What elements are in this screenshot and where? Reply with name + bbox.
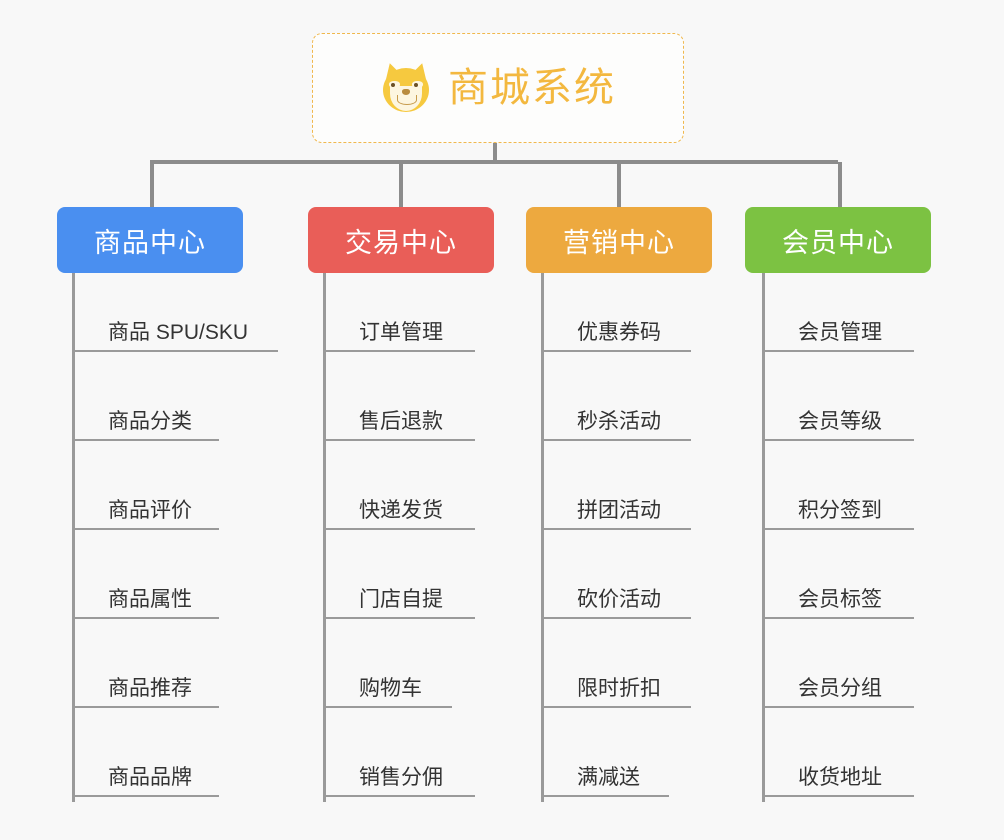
leaf-item-label: 会员标签	[798, 588, 882, 611]
root-node-label: 商城系统	[448, 66, 616, 110]
category-label: 商品中心	[94, 227, 206, 258]
leaf-item-label: 商品推荐	[108, 677, 192, 700]
leaf-item-label: 积分签到	[798, 499, 882, 522]
leaf-item-label: 售后退款	[359, 410, 443, 433]
category-box-2[interactable]: 交易中心	[308, 207, 494, 273]
category-box-4[interactable]: 会员中心	[745, 207, 931, 273]
leaf-item-label: 商品品牌	[108, 766, 192, 789]
leaf-item-label: 快递发货	[359, 499, 443, 522]
category-label: 会员中心	[782, 227, 894, 258]
leaf-item[interactable]: 砍价活动	[541, 588, 691, 620]
leaf-item-label: 会员分组	[798, 677, 882, 700]
horizontal-bus-connector	[150, 160, 838, 164]
branch-drop-connector-4	[838, 162, 842, 207]
leaf-item[interactable]: 售后退款	[323, 410, 475, 442]
leaf-item-label: 会员管理	[798, 321, 882, 344]
branch-drop-connector-1	[150, 162, 154, 207]
leaf-item[interactable]: 商品品牌	[72, 766, 219, 798]
leaf-item-label: 砍价活动	[577, 588, 661, 611]
root-stub-connector	[493, 143, 497, 162]
leaf-item-label: 收货地址	[798, 766, 882, 789]
leaf-item[interactable]: 商品属性	[72, 588, 219, 620]
shiba-dog-face-icon	[380, 60, 432, 114]
leaf-item[interactable]: 优惠券码	[541, 321, 691, 353]
leaf-item-label: 商品 SPU/SKU	[108, 321, 249, 344]
leaf-item-label: 秒杀活动	[577, 410, 661, 433]
leaf-item[interactable]: 拼团活动	[541, 499, 691, 531]
leaf-item[interactable]: 订单管理	[323, 321, 475, 353]
column-trunk-line	[762, 273, 765, 802]
leaf-item[interactable]: 会员分组	[762, 677, 914, 709]
category-box-1[interactable]: 商品中心	[57, 207, 243, 273]
root-node[interactable]: 商城系统	[312, 33, 684, 143]
column-trunk-line	[72, 273, 75, 802]
leaf-item-label: 商品评价	[108, 499, 192, 522]
leaf-item[interactable]: 商品 SPU/SKU	[72, 321, 278, 353]
column-trunk-line	[323, 273, 326, 802]
leaf-item-label: 商品属性	[108, 588, 192, 611]
leaf-item[interactable]: 会员管理	[762, 321, 914, 353]
leaf-item[interactable]: 满减送	[541, 766, 669, 798]
leaf-item-label: 优惠券码	[577, 321, 661, 344]
category-label: 交易中心	[345, 227, 457, 258]
leaf-item[interactable]: 限时折扣	[541, 677, 691, 709]
leaf-item-label: 销售分佣	[359, 766, 443, 789]
leaf-item[interactable]: 商品分类	[72, 410, 219, 442]
leaf-item[interactable]: 会员标签	[762, 588, 914, 620]
branch-drop-connector-2	[399, 162, 403, 207]
leaf-item-label: 会员等级	[798, 410, 882, 433]
category-label: 营销中心	[563, 227, 675, 258]
leaf-item[interactable]: 销售分佣	[323, 766, 475, 798]
leaf-item[interactable]: 快递发货	[323, 499, 475, 531]
leaf-item[interactable]: 积分签到	[762, 499, 914, 531]
leaf-item-label: 订单管理	[359, 321, 443, 344]
leaf-item[interactable]: 秒杀活动	[541, 410, 691, 442]
leaf-item-label: 满减送	[577, 766, 640, 789]
leaf-item[interactable]: 商品推荐	[72, 677, 219, 709]
leaf-item-label: 拼团活动	[577, 499, 661, 522]
leaf-item[interactable]: 会员等级	[762, 410, 914, 442]
leaf-item[interactable]: 商品评价	[72, 499, 219, 531]
leaf-item[interactable]: 门店自提	[323, 588, 475, 620]
leaf-item-label: 商品分类	[108, 410, 192, 433]
category-box-3[interactable]: 营销中心	[526, 207, 712, 273]
leaf-item-label: 购物车	[359, 677, 422, 700]
branch-drop-connector-3	[617, 162, 621, 207]
leaf-item[interactable]: 收货地址	[762, 766, 914, 798]
leaf-item[interactable]: 购物车	[323, 677, 452, 709]
column-trunk-line	[541, 273, 544, 802]
leaf-item-label: 门店自提	[359, 588, 443, 611]
leaf-item-label: 限时折扣	[577, 677, 661, 700]
